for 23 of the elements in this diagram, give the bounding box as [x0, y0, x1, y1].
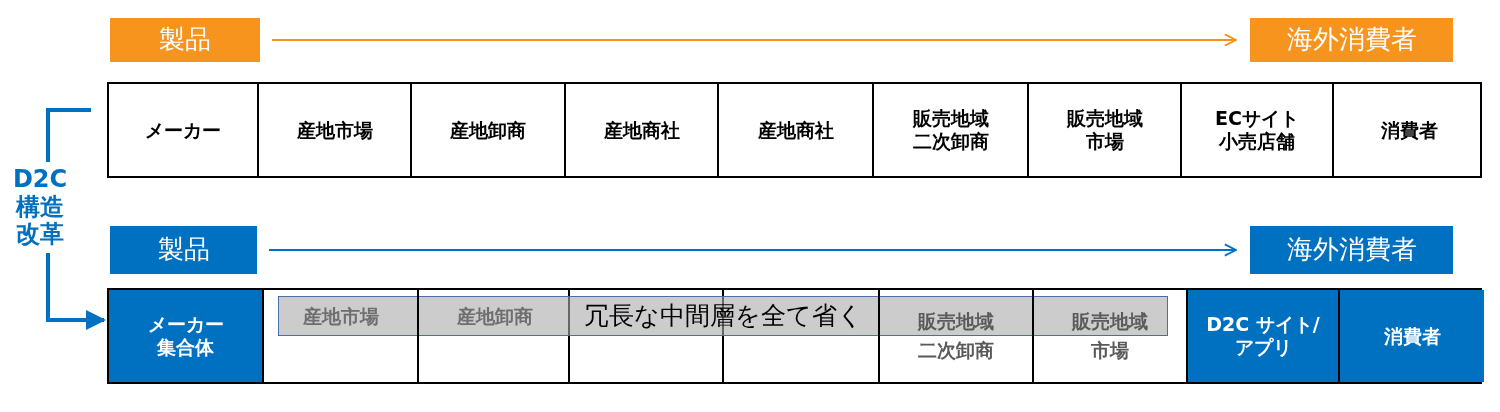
table-cell: ECサイト小売店舗: [1180, 84, 1332, 176]
table-cell: 販売地域二次卸商: [872, 84, 1027, 176]
table-cell: 消費者: [1338, 290, 1484, 382]
table-cell: 産地商社: [717, 84, 872, 176]
table-cell: 販売地域市場: [1027, 84, 1180, 176]
table-cell: 産地卸商: [417, 290, 570, 382]
empty-box: [107, 82, 1482, 178]
table-cell: 販売地域二次卸商: [878, 290, 1032, 382]
arrow: [268, 243, 1237, 257]
arrow: [271, 33, 1237, 47]
table-cell: メーカー集合体: [109, 290, 262, 382]
label-tag: 製品: [110, 18, 260, 62]
empty-box: [107, 288, 1482, 384]
label-tag: 海外消費者: [1250, 226, 1453, 274]
table-cell: 産地卸商: [410, 84, 564, 176]
label-tag: 製品: [110, 226, 257, 274]
table-cell: D2C サイト/アプリ: [1186, 290, 1338, 382]
table-cell: メーカー: [109, 84, 257, 176]
table-cell: 産地市場: [262, 290, 417, 382]
label-tag: 海外消費者: [1250, 18, 1453, 62]
table-cell: 消費者: [1332, 84, 1484, 176]
table-cell: 産地市場: [257, 84, 410, 176]
table-cell: 産地商社: [564, 84, 717, 176]
